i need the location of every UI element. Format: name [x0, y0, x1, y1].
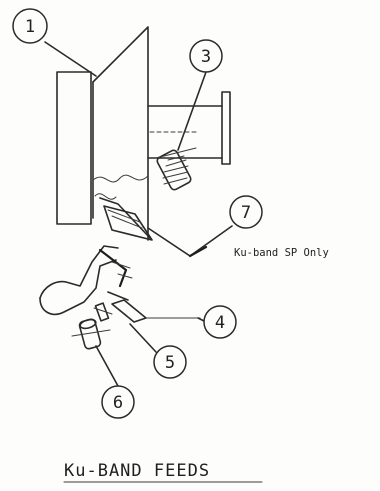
- callout-7-label: 7: [241, 203, 251, 223]
- screw: [71, 318, 111, 350]
- callout-5: 5: [153, 345, 187, 379]
- callout-1: 1: [12, 8, 48, 44]
- callout-4: 4: [203, 305, 237, 339]
- small-pin: [93, 302, 113, 322]
- ku-band-sp-lead: [147, 225, 233, 258]
- callout-1-label: 1: [25, 17, 35, 37]
- callout-7: 7: [229, 195, 263, 229]
- caption-group: Ku-BAND FEEDS: [63, 461, 263, 483]
- feed-housing: [56, 71, 92, 225]
- callout-5-label: 5: [165, 353, 175, 373]
- callout-6-label: 6: [113, 393, 123, 413]
- callout-3-label: 3: [201, 47, 211, 67]
- main-plate: [92, 26, 153, 241]
- callout-4-label: 4: [215, 313, 225, 333]
- bolt-assembly: [155, 147, 197, 191]
- callout-3: 3: [189, 39, 223, 73]
- ku-band-sp-note: Ku-band SP Only: [234, 247, 329, 259]
- figure-caption: Ku-BAND FEEDS: [64, 461, 210, 481]
- feed-horn-cable: [39, 245, 133, 316]
- leader-lines: [44, 41, 207, 387]
- feed-probe: [111, 299, 201, 323]
- waveguide-flange: [147, 91, 231, 165]
- callout-6: 6: [101, 385, 135, 419]
